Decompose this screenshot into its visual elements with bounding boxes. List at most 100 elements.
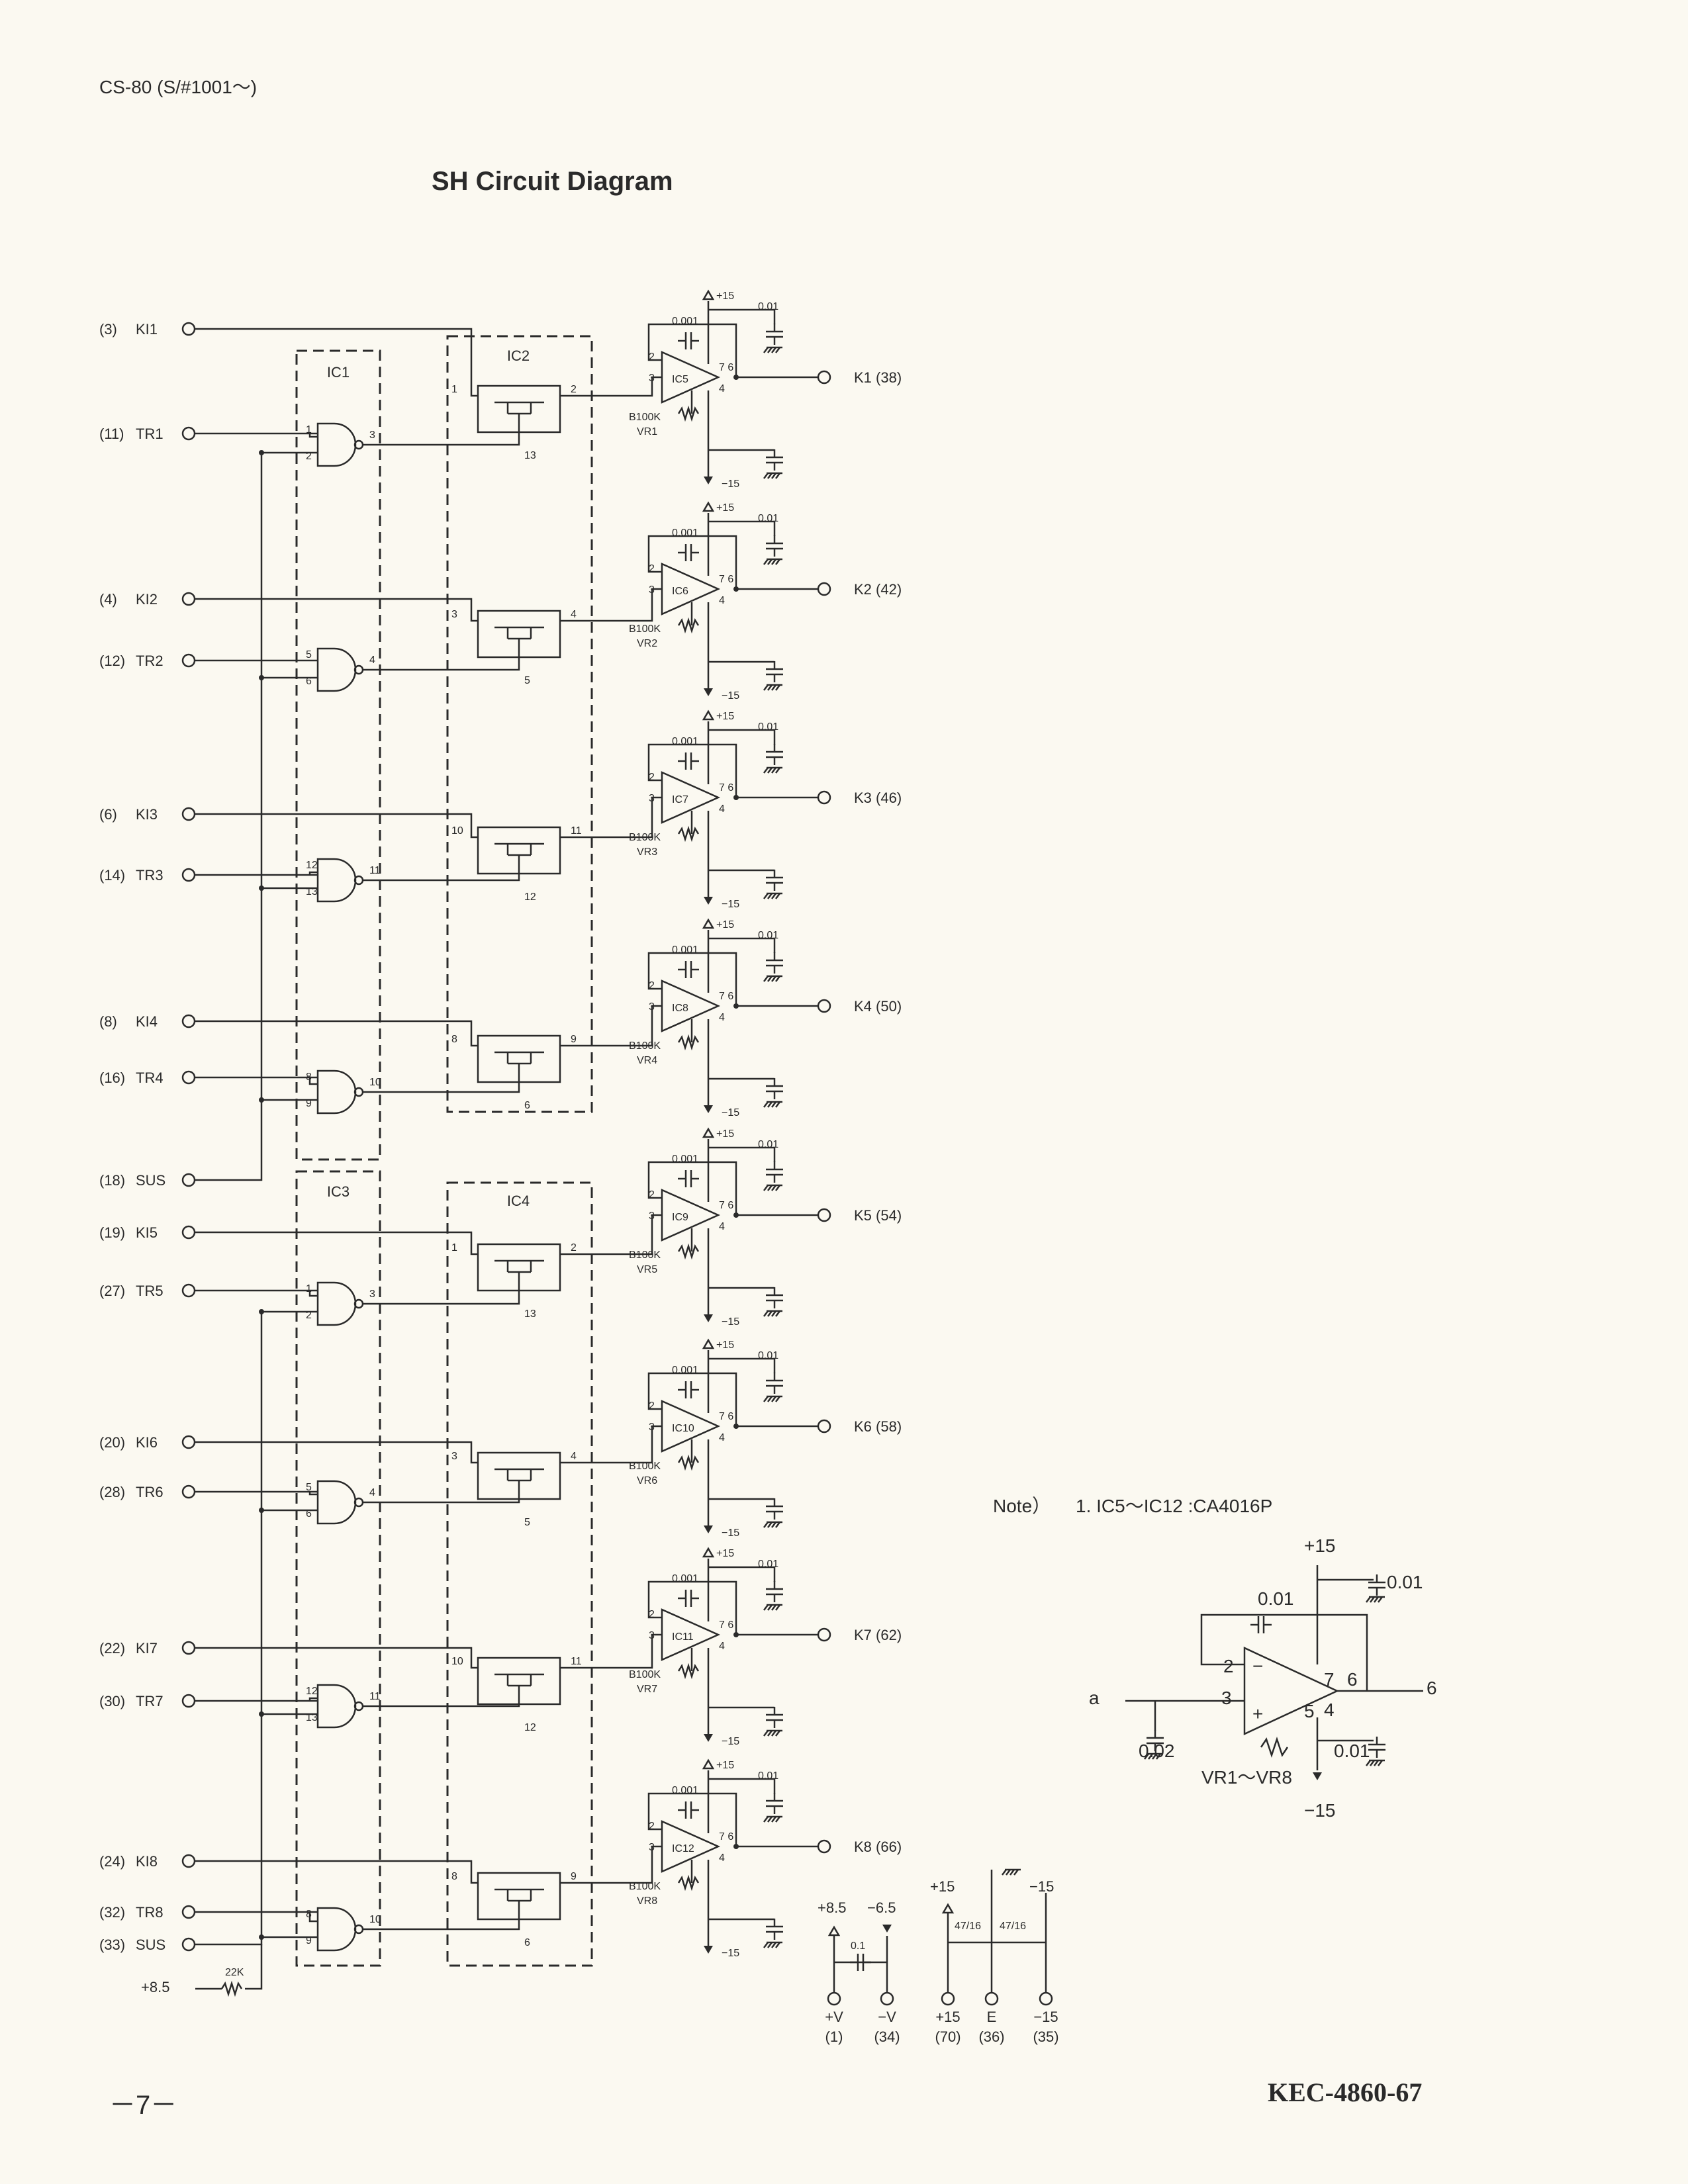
input-pin-number: (14) (99, 867, 125, 884)
supply-arrow-icon (702, 501, 715, 512)
cap-value: 0.01 (1334, 1741, 1370, 1761)
nand-gate-icon (316, 1281, 357, 1326)
cap-value: 0.001 (672, 1573, 698, 1584)
cap-value: 0.01 (758, 930, 778, 941)
pin-number: 2 (649, 351, 655, 363)
pin-number: 3 (451, 609, 457, 620)
opamp-icon (661, 563, 721, 615)
input-terminal (181, 1641, 196, 1655)
pin-number: 4 (719, 595, 725, 606)
gnd-hatch (767, 1942, 773, 1948)
capacitor-symbol (766, 1581, 783, 1602)
gnd-hatch (775, 473, 780, 479)
gnd-hatch (1144, 1753, 1149, 1760)
supply-label: −15 (722, 899, 739, 910)
trig-wire (308, 1077, 318, 1085)
pin-number: 3 (649, 1210, 655, 1222)
gnd-hatch (763, 767, 769, 774)
gnd-hatch (775, 347, 780, 353)
gnd-hatch (771, 684, 776, 691)
switch-body (477, 1451, 561, 1500)
pin-number: 2 (649, 563, 655, 574)
opamp-label: IC6 (672, 586, 688, 597)
cap-value: 0.01 (758, 1139, 778, 1150)
supply-label: −15 (722, 1316, 739, 1328)
input-terminal (181, 868, 196, 882)
pin-number: 1 (451, 1242, 457, 1253)
connector-name: +15 (935, 2009, 960, 2025)
pin-number: 2 (649, 980, 655, 991)
junction-dot (259, 675, 264, 680)
input-terminal (181, 653, 196, 668)
potentiometer-icon (677, 1662, 700, 1680)
input-terminal (181, 1694, 196, 1708)
junction-dot (259, 1711, 264, 1717)
opamp-icon (661, 979, 721, 1032)
gnd-hatch (763, 1816, 769, 1823)
input-pin-number: (27) (99, 1283, 125, 1299)
opamp-label: IC12 (672, 1843, 694, 1854)
pot-value: B100K (629, 1461, 661, 1472)
output-label: K2 (42) (854, 581, 902, 598)
pin-number: 4 (369, 655, 375, 666)
connector-pin: (70) (935, 2028, 961, 2045)
cap-value: 0.001 (672, 527, 698, 539)
pin-number: 13 (524, 450, 536, 461)
pin-number: 8 (306, 1071, 312, 1083)
pin-number: 7 6 (719, 1200, 733, 1211)
feedback-wire (647, 1372, 737, 1426)
pin-number: 8 (451, 1871, 457, 1882)
feedback-wire (647, 952, 737, 1006)
input-terminals: (3)KI1(11)TR1(4)KI2(12)TR2(6)KI3(14)TR3(… (99, 321, 196, 1953)
input-terminal (181, 1225, 196, 1240)
output-terminal (817, 790, 831, 805)
gnd-hatch (775, 1185, 780, 1191)
pin-number: 7 6 (719, 1831, 733, 1843)
gnd-hatch (771, 473, 776, 479)
ground-icon (763, 1604, 782, 1611)
connector-name: +V (825, 2009, 843, 2025)
pin-number: 6 (1347, 1669, 1358, 1690)
capacitor-symbol (766, 535, 783, 557)
switch-out-wire (560, 1845, 662, 1884)
pin-number: 11 (369, 1691, 381, 1702)
gnd-hatch (771, 347, 776, 353)
pin-number: 12 (524, 891, 536, 903)
junction-dot (259, 886, 264, 891)
output-terminal (817, 1627, 831, 1642)
input-name: KI6 (136, 1434, 158, 1451)
opamp-label: IC5 (672, 374, 688, 385)
gnd-hatch (767, 1310, 773, 1317)
feedback-wire (647, 743, 737, 797)
pot-value: B100K (629, 832, 661, 843)
ground-icon (763, 558, 782, 565)
pin-number: 2 (571, 1242, 577, 1253)
gnd-hatch (767, 1101, 773, 1108)
input-terminal (181, 1937, 196, 1952)
ic-dashed-outline (295, 1170, 381, 1967)
gnd-hatch (1374, 1596, 1379, 1603)
output-label: K1 (38) (854, 369, 902, 386)
input-name: TR6 (136, 1484, 164, 1500)
opamp-icon (1243, 1647, 1339, 1735)
input-sus: (18)SUS (99, 1172, 196, 1189)
gnd-hatch (771, 1396, 776, 1402)
input-tr3: (14)TR3 (99, 867, 196, 884)
nand-gate-icon (316, 858, 357, 903)
junction-dot (259, 1309, 264, 1314)
sus-bus-1 (195, 455, 263, 1181)
pin-number: 7 6 (719, 782, 733, 794)
input-pin-number: (20) (99, 1434, 125, 1451)
gnd-hatch (1148, 1753, 1153, 1760)
capacitor-symbol (1368, 1574, 1385, 1596)
input-ki1: (3)KI1 (99, 321, 196, 338)
gnd-hatch (1378, 1760, 1383, 1766)
nand-gate-icon (316, 1684, 357, 1729)
pin-number: 3 (451, 1451, 457, 1462)
